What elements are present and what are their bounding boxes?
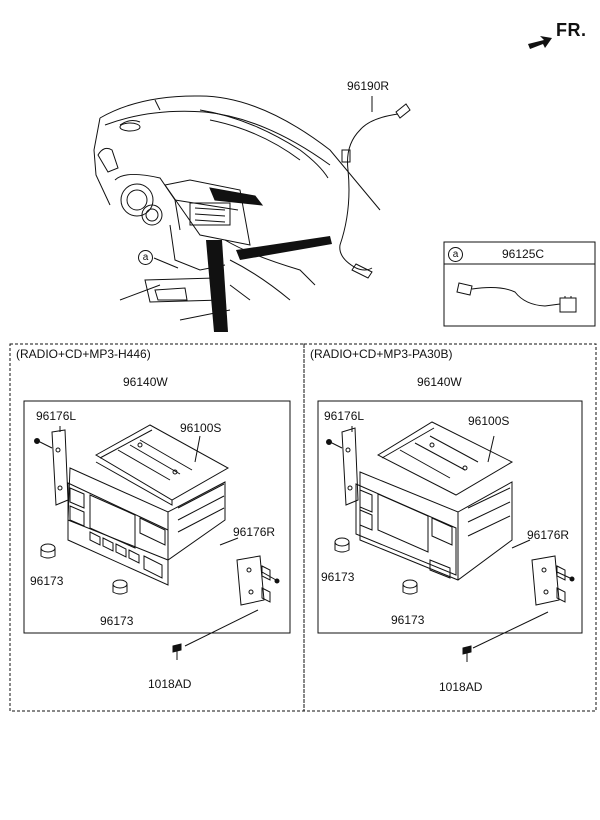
panel-1-chassis-part-number: 96100S — [180, 421, 222, 435]
panel-1-knob-1-part-number: 96173 — [30, 574, 64, 588]
dashboard-illustration — [93, 95, 381, 321]
antenna-cable-part-number: 96190R — [347, 79, 390, 93]
front-direction-arrow-icon — [528, 36, 552, 49]
panel-1-bracket-left-part-number: 96176L — [36, 409, 77, 423]
panel-2-head-unit-illustration — [326, 421, 575, 662]
panel-2-bracket-left-part-number: 96176L — [324, 409, 365, 423]
antenna-cable-illustration — [339, 96, 411, 279]
panel-1-assembly-box — [23, 400, 291, 634]
panel-1-knob-2-part-number: 96173 — [100, 614, 134, 628]
panel-1-screw-part-number: 1018AD — [148, 677, 192, 691]
detail-a-box-ref: a — [448, 247, 463, 262]
detail-a-callout: a — [138, 250, 153, 265]
panel-1-title: (RADIO+CD+MP3-H446) — [16, 347, 151, 361]
detail-a-box — [443, 241, 596, 327]
leader-wedge-upper — [236, 236, 332, 260]
usb-cable-illustration — [456, 282, 577, 313]
panel-2-screw-part-number: 1018AD — [439, 680, 483, 694]
detail-a-leader — [153, 257, 179, 269]
panel-2-knob-1-part-number: 96173 — [321, 570, 355, 584]
panel-1-assembly-part-number: 96140W — [123, 375, 168, 389]
panel-2-chassis-part-number: 96100S — [468, 414, 510, 428]
panel-1-bracket-right-part-number: 96176R — [233, 525, 276, 539]
front-direction-label: FR. — [556, 20, 587, 40]
panel-2-frame — [303, 343, 597, 712]
panel-1-head-unit-illustration — [34, 424, 280, 660]
panel-2-assembly-part-number: 96140W — [417, 375, 462, 389]
panel-2-title: (RADIO+CD+MP3-PA30B) — [310, 347, 453, 361]
panel-1-frame — [9, 343, 305, 712]
detail-a-part-number: 96125C — [502, 247, 545, 261]
panel-2-knob-2-part-number: 96173 — [391, 613, 425, 627]
panel-2-assembly-box — [317, 400, 583, 634]
leader-wedge-lower — [206, 240, 228, 332]
panel-2-bracket-right-part-number: 96176R — [527, 528, 570, 542]
